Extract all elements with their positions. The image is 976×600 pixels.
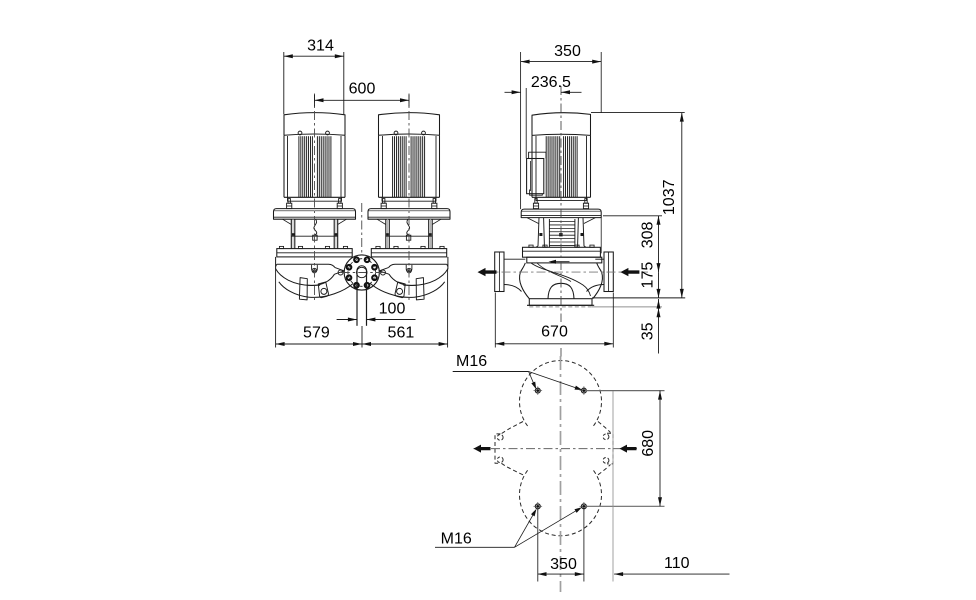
svg-text:110: 110 <box>664 555 690 572</box>
svg-text:579: 579 <box>303 324 330 341</box>
svg-text:600: 600 <box>349 81 376 98</box>
svg-text:35: 35 <box>640 322 657 340</box>
svg-text:350: 350 <box>554 43 581 60</box>
svg-text:314: 314 <box>307 38 334 55</box>
svg-text:175: 175 <box>640 262 657 289</box>
svg-text:350: 350 <box>550 556 577 573</box>
svg-text:308: 308 <box>640 221 657 248</box>
svg-text:561: 561 <box>388 324 415 341</box>
svg-text:670: 670 <box>541 324 568 341</box>
svg-text:M16: M16 <box>441 531 472 548</box>
svg-text:680: 680 <box>640 430 657 457</box>
svg-text:1037: 1037 <box>661 179 678 215</box>
svg-text:236.5: 236.5 <box>531 74 571 91</box>
svg-text:M16: M16 <box>456 353 487 370</box>
svg-text:100: 100 <box>379 301 406 318</box>
